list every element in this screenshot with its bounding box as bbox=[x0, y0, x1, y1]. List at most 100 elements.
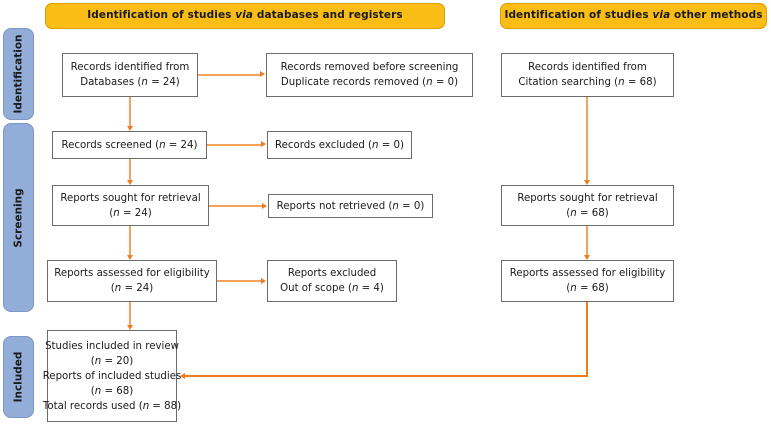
node-line: Reports assessed for eligibility bbox=[509, 268, 666, 279]
connector-sought-to-assessed-left bbox=[129, 226, 131, 255]
node-n-italic: n bbox=[372, 139, 379, 151]
arrow-sought-to-assessed-left bbox=[126, 255, 133, 260]
node-line: Out of scope (n = 4) bbox=[280, 281, 384, 296]
node-line: Records identified from bbox=[70, 62, 190, 73]
node-n-italic: n bbox=[159, 139, 166, 151]
node-text: = 4) bbox=[358, 283, 384, 294]
arrow-sought-to-not-retrieved bbox=[262, 202, 267, 209]
node-line: Reports excluded bbox=[287, 268, 377, 279]
node-line: Records identified from bbox=[528, 62, 647, 73]
node-records-identified-databases: Records identified from Databases (n = 2… bbox=[62, 53, 198, 97]
stage-screening-label: Screening bbox=[12, 187, 25, 248]
banner-databases-prefix: Identification of studies bbox=[87, 9, 236, 22]
node-text: = 68) bbox=[576, 283, 609, 294]
node-line: (n = 68) bbox=[91, 384, 133, 399]
node-n-italic: n bbox=[618, 77, 625, 88]
node-text: Out of scope ( bbox=[280, 283, 352, 294]
banner-other-text: Identification of studies via other meth… bbox=[504, 9, 763, 22]
banner-other-methods: Identification of studies via other meth… bbox=[500, 3, 767, 29]
node-text: ( bbox=[90, 355, 95, 367]
node-line: Databases (n = 24) bbox=[80, 75, 180, 90]
node-line: (n = 20) bbox=[91, 354, 133, 369]
node-line: Records removed before screening bbox=[280, 62, 459, 73]
node-n-italic: n bbox=[570, 207, 577, 219]
banner-databases-italic: via bbox=[235, 9, 254, 22]
node-n-italic: n bbox=[351, 283, 359, 294]
banner-databases-registers: Identification of studies via databases … bbox=[45, 3, 445, 29]
node-n-italic: n bbox=[426, 77, 433, 88]
connector-assessed-right-elbow-vertical bbox=[586, 302, 588, 376]
node-n-italic: n bbox=[114, 283, 122, 294]
connector-assessed-to-excluded bbox=[217, 280, 261, 282]
stage-included-label: Included bbox=[12, 351, 25, 403]
node-line: Reports sought for retrieval bbox=[517, 192, 658, 204]
node-text: ( bbox=[109, 207, 114, 219]
arrow-citation-to-sought-right bbox=[583, 180, 590, 185]
stage-identification-label: Identification bbox=[12, 34, 25, 114]
stage-identification: Identification bbox=[3, 28, 34, 120]
node-text: ( bbox=[566, 283, 571, 294]
node-text: = 88) bbox=[149, 400, 182, 412]
node-n-italic: n bbox=[113, 207, 120, 219]
node-records-removed: Records removed before screening Duplica… bbox=[266, 53, 473, 97]
banner-other-suffix: other methods bbox=[670, 9, 763, 22]
stage-included: Included bbox=[3, 336, 34, 418]
node-n-italic: n bbox=[142, 400, 150, 412]
node-records-screened: Records screened (n = 24) bbox=[52, 131, 207, 159]
node-reports-sought-left: Reports sought for retrieval (n = 24) bbox=[52, 185, 209, 226]
banner-databases-suffix: databases and registers bbox=[253, 9, 403, 22]
node-n-italic: n bbox=[94, 355, 102, 367]
node-line: Studies included in review bbox=[45, 340, 179, 352]
node-text: = 0) bbox=[432, 77, 459, 88]
node-text: Citation searching ( bbox=[518, 77, 619, 88]
node-n-italic: n bbox=[94, 385, 102, 397]
node-records-identified-citation: Records identified from Citation searchi… bbox=[501, 53, 674, 97]
node-studies-included: Studies included in review (n = 20) Repo… bbox=[43, 330, 181, 422]
node-records-excluded: Records excluded (n = 0) bbox=[267, 131, 412, 159]
node-line: (n = 68) bbox=[566, 206, 608, 221]
node-line: (n = 24) bbox=[109, 206, 151, 221]
node-n-italic: n bbox=[570, 283, 577, 294]
arrow-elbow-to-included bbox=[180, 372, 185, 379]
node-reports-assessed-left: Reports assessed for eligibility (n = 24… bbox=[47, 260, 217, 302]
node-line: Records excluded (n = 0) bbox=[275, 138, 404, 153]
node-reports-assessed-right: Reports assessed for eligibility (n = 68… bbox=[501, 260, 674, 302]
node-line: Duplicate records removed (n = 0) bbox=[281, 75, 458, 90]
arrow-identified-to-screened bbox=[126, 126, 133, 131]
banner-other-italic: via bbox=[652, 9, 671, 22]
node-line: Reports assessed for eligibility bbox=[54, 268, 210, 279]
connector-citation-to-sought-right bbox=[586, 97, 588, 180]
node-text: Total records used ( bbox=[42, 400, 143, 412]
node-text: Databases ( bbox=[80, 77, 142, 88]
connector-sought-to-assessed-right bbox=[586, 226, 588, 255]
node-text: ( bbox=[566, 207, 571, 219]
node-text: = 20) bbox=[101, 355, 134, 367]
arrow-sought-to-assessed-right bbox=[583, 255, 590, 260]
connector-identified-to-screened bbox=[129, 97, 131, 126]
connector-assessed-to-included bbox=[129, 302, 131, 325]
node-line: (n = 68) bbox=[566, 281, 608, 296]
connector-assessed-right-elbow-horizontal bbox=[185, 375, 588, 377]
node-line: (n = 24) bbox=[111, 281, 153, 296]
connector-sought-to-not-retrieved bbox=[209, 205, 262, 207]
node-text: = 68) bbox=[624, 77, 657, 88]
node-text: Records excluded ( bbox=[275, 139, 373, 151]
connector-screened-to-excluded bbox=[207, 144, 261, 146]
arrow-assessed-to-excluded bbox=[261, 277, 266, 284]
node-text: = 24) bbox=[147, 77, 180, 88]
arrow-screened-to-excluded bbox=[261, 141, 266, 148]
arrow-screened-to-sought bbox=[126, 180, 133, 185]
node-text: = 0) bbox=[378, 139, 404, 151]
node-text: = 0) bbox=[398, 200, 425, 212]
node-n-italic: n bbox=[141, 77, 148, 88]
node-line: Reports sought for retrieval bbox=[60, 192, 201, 204]
stage-screening: Screening bbox=[3, 123, 34, 312]
node-text: ( bbox=[110, 283, 115, 294]
node-text: ( bbox=[90, 385, 95, 397]
node-reports-not-retrieved: Reports not retrieved (n = 0) bbox=[268, 194, 433, 218]
connector-screened-to-sought bbox=[129, 159, 131, 180]
node-reports-excluded: Reports excluded Out of scope (n = 4) bbox=[267, 260, 397, 302]
node-text: = 68) bbox=[101, 385, 134, 397]
node-reports-sought-right: Reports sought for retrieval (n = 68) bbox=[501, 185, 674, 226]
